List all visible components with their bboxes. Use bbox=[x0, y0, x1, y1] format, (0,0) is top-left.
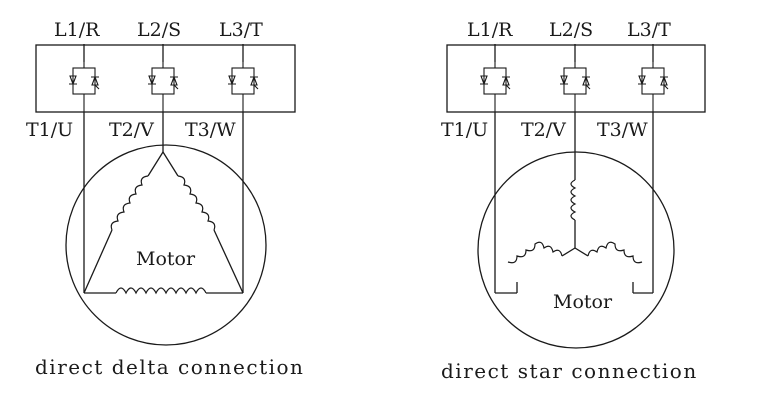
delta-label-t3: T3/W bbox=[185, 119, 236, 141]
star-label-t2: T2/V bbox=[521, 119, 566, 141]
star-label-t1: T1/U bbox=[441, 119, 488, 141]
star-thyristor-pair-3 bbox=[638, 62, 669, 112]
delta-thyristor-pair-3 bbox=[228, 62, 259, 112]
delta-label-l3: L3/T bbox=[219, 19, 263, 41]
star-thyristor-pair-2 bbox=[560, 62, 591, 112]
delta-caption: direct delta connection bbox=[35, 355, 304, 379]
star-label-l1: L1/R bbox=[467, 19, 513, 41]
delta-soft-starter-box bbox=[35, 44, 296, 113]
star-winding bbox=[495, 179, 653, 294]
delta-motor-label: Motor bbox=[136, 248, 196, 270]
delta-thyristor-pair-1 bbox=[69, 62, 100, 112]
star-soft-starter-box bbox=[446, 44, 706, 113]
delta-label-t1: T1/U bbox=[26, 119, 73, 141]
star-caption: direct star connection bbox=[441, 359, 698, 383]
delta-thyristor-pair-2 bbox=[148, 62, 179, 112]
delta-diagram: L1/R L2/S L3/T bbox=[26, 19, 304, 379]
delta-label-l1: L1/R bbox=[54, 19, 100, 41]
delta-label-l2: L2/S bbox=[137, 19, 181, 41]
delta-motor-circle bbox=[65, 144, 267, 346]
star-thyristor-pair-1 bbox=[480, 62, 511, 112]
delta-label-t2: T2/V bbox=[109, 119, 154, 141]
star-motor-label: Motor bbox=[553, 291, 613, 313]
star-diagram: L1/R L2/S L3/T bbox=[441, 19, 706, 383]
delta-winding bbox=[83, 151, 244, 295]
star-motor-circle bbox=[477, 151, 675, 349]
star-label-l2: L2/S bbox=[549, 19, 593, 41]
star-label-l3: L3/T bbox=[627, 19, 671, 41]
star-label-t3: T3/W bbox=[597, 119, 648, 141]
